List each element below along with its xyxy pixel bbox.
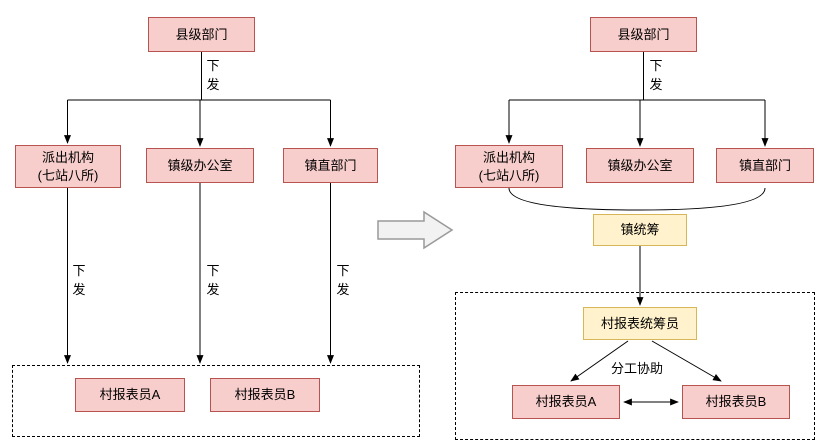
dispatch-agency-right-line1: 派出机构 (482, 149, 535, 165)
right-brace-right-curve (639, 187, 766, 211)
transform-arrow-icon (377, 210, 454, 250)
label-distribute-edge3-left: 下发 (336, 263, 350, 297)
box-village-b-left: 村报表员B (210, 378, 320, 412)
box-town-office-left: 镇级办公室 (146, 148, 254, 183)
box-county-left: 县级部门 (148, 17, 255, 52)
label-division-cooperation: 分工协助 (611, 361, 664, 376)
box-village-b-right: 村报表员B (682, 385, 790, 419)
box-town-dept-left: 镇直部门 (283, 148, 378, 183)
label-distribute-top-right: 下发 (649, 58, 663, 92)
box-dispatch-agency-left: 派出机构 (七站八所) (15, 145, 121, 188)
box-village-coordinator: 村报表统筹员 (583, 307, 697, 340)
right-brace-left-curve (508, 187, 641, 211)
label-distribute-top-left: 下发 (206, 58, 220, 92)
box-town-office-right: 镇级办公室 (586, 148, 694, 183)
label-distribute-edge1-left: 下发 (72, 263, 86, 297)
box-village-a-right: 村报表员A (512, 385, 620, 419)
box-town-coordinator: 镇统筹 (593, 214, 687, 246)
dispatch-agency-left-line2: (七站八所) (37, 167, 99, 183)
dispatch-agency-left-line1: 派出机构 (41, 149, 94, 165)
dispatch-agency-right-line2: (七站八所) (478, 167, 540, 183)
box-village-a-left: 村报表员A (75, 378, 185, 412)
box-dispatch-agency-right: 派出机构 (七站八所) (455, 145, 563, 188)
label-distribute-edge2-left: 下发 (206, 263, 220, 297)
dashed-group-villages-right (455, 292, 815, 440)
box-town-dept-right: 镇直部门 (716, 148, 814, 183)
box-county-right: 县级部门 (590, 17, 697, 52)
dashed-group-villages-left (12, 365, 420, 437)
